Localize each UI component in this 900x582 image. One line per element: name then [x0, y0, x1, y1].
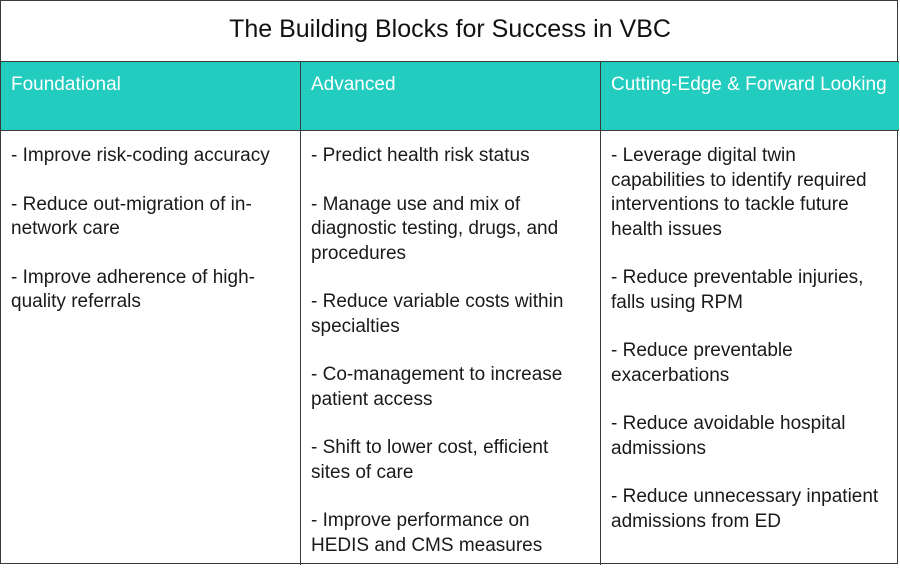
list-item: - Reduce variable costs within specialti…	[311, 291, 564, 337]
list-item: - Shift to lower cost, efficient sites o…	[311, 437, 549, 483]
list-item: - Improve performance on HEDIS and CMS m…	[311, 510, 543, 556]
header-advanced: Advanced	[311, 74, 396, 95]
list-item: - Improve risk-coding accuracy	[11, 145, 270, 166]
list-item: - Reduce unnecessary inpatient admission…	[611, 486, 879, 532]
list-item: - Reduce out-migration of in-network car…	[11, 193, 252, 240]
header-foundational: Foundational	[11, 74, 121, 95]
list-item: - Reduce preventable exacerbations	[611, 340, 793, 386]
list-item: - Co-management to increase patient acce…	[311, 364, 563, 410]
table-title: The Building Blocks for Success in VBC	[229, 14, 671, 43]
column-cutting-edge: - Leverage digital twin capabilities to …	[601, 131, 899, 558]
list-item: - Reduce preventable injuries, falls usi…	[611, 267, 864, 313]
column-divider	[600, 62, 601, 565]
table-title-row: The Building Blocks for Success in VBC	[1, 1, 899, 62]
column-foundational: - Improve risk-coding accuracy - Reduce …	[1, 131, 301, 339]
column-advanced: - Predict health risk status - Manage us…	[301, 131, 601, 582]
list-item: - Improve adherence of high-quality refe…	[11, 266, 255, 313]
list-item: - Predict health risk status	[311, 145, 530, 166]
table-body-row: - Improve risk-coding accuracy - Reduce …	[1, 131, 899, 565]
header-cutting-edge: Cutting-Edge & Forward Looking	[611, 74, 887, 95]
table-header-row: Foundational Advanced Cutting-Edge & For…	[1, 62, 899, 131]
list-item: - Leverage digital twin capabilities to …	[611, 145, 867, 240]
building-blocks-table: The Building Blocks for Success in VBC F…	[0, 0, 899, 565]
list-item: - Reduce avoidable hospital admissions	[611, 413, 846, 459]
list-item: - Manage use and mix of diagnostic testi…	[311, 193, 559, 264]
column-divider	[300, 62, 301, 565]
